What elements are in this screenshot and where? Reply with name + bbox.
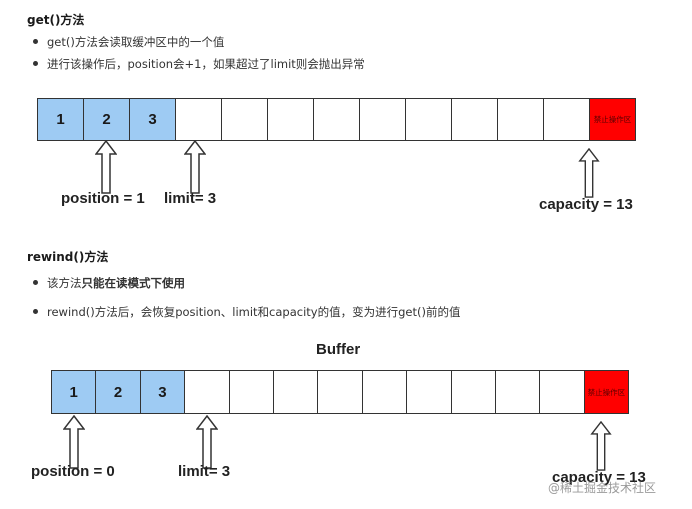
- filled-cell: 2: [95, 370, 141, 414]
- rewind-capacity-label: capacity = 13: [552, 469, 646, 486]
- position-arrow-icon: [63, 415, 85, 469]
- filled-cell: 2: [83, 98, 130, 141]
- empty-cell: [405, 98, 452, 141]
- reserved-cell: 禁止操作区: [589, 98, 636, 141]
- empty-cell: [267, 98, 314, 141]
- reserved-cell: 禁止操作区: [583, 370, 630, 414]
- empty-cell: [317, 370, 363, 414]
- get-capacity-label: capacity = 13: [539, 196, 633, 213]
- empty-cell: [228, 370, 274, 414]
- rewind-bullet-1-bold: 只能在读模式下使用: [81, 276, 186, 290]
- get-bullet-2-text: 进行该操作后，position会+1，如果超过了limit则会抛出异常: [47, 57, 365, 71]
- empty-cell: [543, 98, 590, 141]
- filled-cell: 1: [37, 98, 84, 141]
- filled-cell: 3: [139, 370, 186, 414]
- rewind-limit-label: limit= 3: [178, 463, 231, 480]
- empty-cell: [313, 98, 360, 141]
- empty-cell: [221, 98, 268, 141]
- empty-cell: [175, 98, 222, 141]
- get-bullet-1-text: get()方法会读取缓冲区中的一个值: [47, 35, 225, 49]
- bullet-dot: [33, 309, 38, 314]
- capacity-arrow-icon: [590, 421, 612, 471]
- get-bullet-2: 进行该操作后，position会+1，如果超过了limit则会抛出异常: [33, 56, 365, 72]
- watermark: @稀土掘金技术社区: [548, 481, 657, 495]
- get-position-label: position = 1: [61, 190, 145, 207]
- buffer-title: Buffer: [316, 341, 361, 358]
- rewind-bullet-2-text: rewind()方法后，会恢复position、limit和capacity的值…: [47, 305, 461, 319]
- capacity-arrow-icon: [578, 148, 600, 198]
- rewind-bullet-2: rewind()方法后，会恢复position、limit和capacity的值…: [33, 304, 460, 320]
- bullet-dot: [33, 39, 38, 44]
- filled-cell: 3: [129, 98, 176, 141]
- empty-cell: [272, 370, 319, 414]
- get-limit-label: limit= 3: [164, 190, 217, 207]
- limit-arrow-icon: [184, 140, 206, 194]
- empty-cell: [497, 98, 544, 141]
- rewind-bullet-1: 该方法只能在读模式下使用: [33, 275, 185, 291]
- empty-cell: [450, 370, 496, 414]
- empty-cell: [359, 98, 406, 141]
- filled-cell: 1: [51, 370, 97, 414]
- empty-cell: [184, 370, 230, 414]
- bullet-dot: [33, 280, 38, 285]
- empty-cell: [494, 370, 541, 414]
- rewind-method-heading: rewind()方法: [27, 250, 109, 264]
- get-bullet-1: get()方法会读取缓冲区中的一个值: [33, 34, 224, 50]
- limit-arrow-icon: [196, 415, 218, 469]
- get-method-heading: get()方法: [27, 13, 85, 27]
- empty-cell: [406, 370, 452, 414]
- rewind-position-label: position = 0: [31, 463, 115, 480]
- empty-cell: [361, 370, 408, 414]
- rewind-bullet-1-prefix: 该方法: [47, 276, 82, 290]
- empty-cell: [451, 98, 498, 141]
- empty-cell: [539, 370, 585, 414]
- bullet-dot: [33, 61, 38, 66]
- position-arrow-icon: [95, 140, 117, 194]
